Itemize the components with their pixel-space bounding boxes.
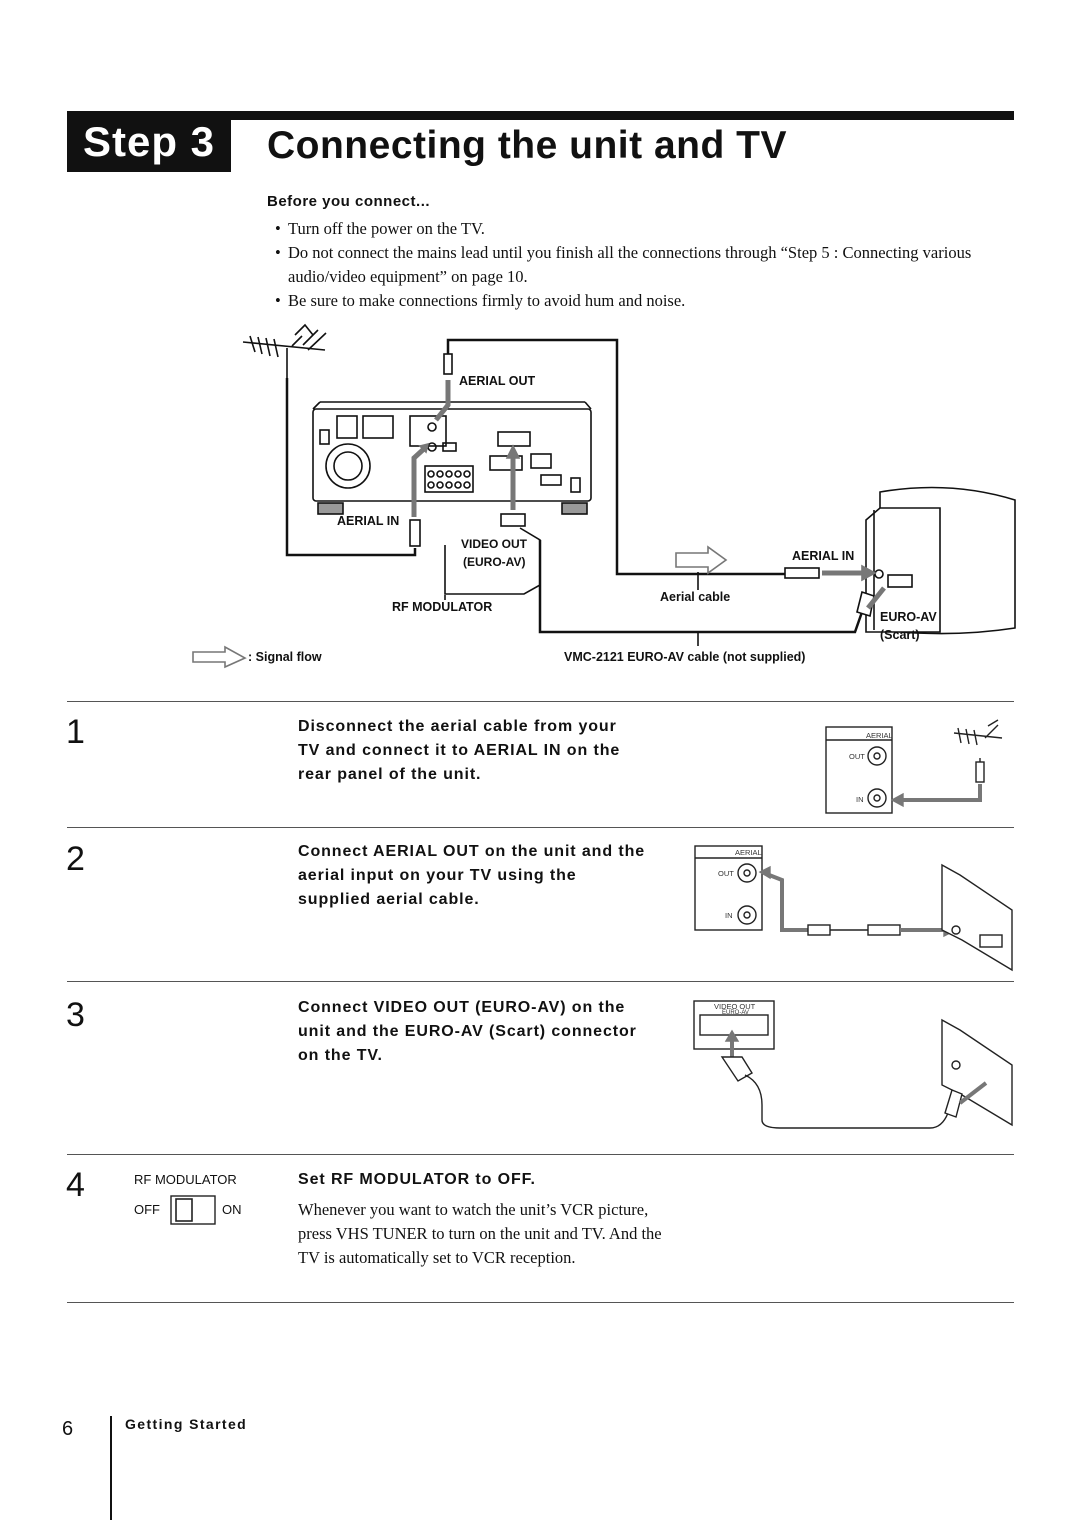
before-bullet-list: Turn off the power on the TV. Do not con… xyxy=(275,217,975,313)
page-title: Connecting the unit and TV xyxy=(267,124,787,167)
divider xyxy=(67,981,1014,982)
tv-icon xyxy=(865,486,1016,635)
page-number: 6 xyxy=(62,1418,74,1440)
divider xyxy=(67,1154,1014,1155)
mini-video-out-label: VIDEO OUT xyxy=(714,1002,756,1011)
step-number: 1 xyxy=(66,713,85,751)
step-line: Connect AERIAL OUT on the unit and the xyxy=(298,843,646,860)
step-3-illustration xyxy=(693,1000,1013,1129)
mini-euro-av-label: EURO-AV xyxy=(722,1010,749,1016)
divider xyxy=(67,701,1014,702)
divider xyxy=(67,1302,1014,1303)
step-4-body: Whenever you want to watch the unit’s VC… xyxy=(298,1200,662,1267)
bullet-item: Be sure to make connections firmly to av… xyxy=(275,289,975,313)
step-number: 2 xyxy=(66,840,85,878)
bullet-item: Do not connect the mains lead until you … xyxy=(275,241,975,289)
step-number: 3 xyxy=(66,996,85,1034)
step-line: Set RF MODULATOR to OFF. xyxy=(298,1171,536,1188)
divider xyxy=(67,827,1014,828)
step-line: Disconnect the aerial cable from your xyxy=(298,718,617,735)
label-rf-modulator: RF MODULATOR xyxy=(392,600,493,614)
label-vmc-cable: VMC-2121 EURO-AV cable (not supplied) xyxy=(564,650,806,664)
step-line: aerial input on your TV using the xyxy=(298,867,577,884)
unit-rear-panel-icon xyxy=(312,401,592,515)
label-aerial-cable: Aerial cable xyxy=(660,590,731,604)
switch-on-label: ON xyxy=(222,1202,242,1217)
connection-diagram xyxy=(192,323,1016,669)
mini-in-label: IN xyxy=(725,911,733,920)
rf-modulator-switch-label: RF MODULATOR xyxy=(134,1172,237,1187)
step-line: rear panel of the unit. xyxy=(298,766,482,783)
step-line: unit and the EURO-AV (Scart) connector xyxy=(298,1023,637,1040)
step-1-illustration xyxy=(825,719,1003,814)
step-4-instruction: Set RF MODULATOR to OFF. xyxy=(298,1168,536,1192)
rf-modulator-switch-icon xyxy=(170,1195,216,1225)
mini-aerial-label: AERIAL xyxy=(735,848,762,857)
header-rule xyxy=(231,111,1014,120)
mini-aerial-label: AERIAL xyxy=(866,731,893,740)
step-line: supplied aerial cable. xyxy=(298,891,480,908)
label-video-out: VIDEO OUT xyxy=(461,537,528,551)
step-2-instruction: Connect AERIAL OUT on the unit and the a… xyxy=(298,840,645,912)
step-line: Connect VIDEO OUT (EURO-AV) on the xyxy=(298,999,626,1016)
label-euro-av: EURO-AV xyxy=(880,610,937,624)
step-2-illustration xyxy=(694,845,1013,972)
before-heading: Before you connect... xyxy=(267,193,431,210)
step-1-instruction: Disconnect the aerial cable from your TV… xyxy=(298,715,620,787)
antenna-icon xyxy=(242,323,327,378)
step-3-instruction: Connect VIDEO OUT (EURO-AV) on the unit … xyxy=(298,996,637,1068)
step-line: TV and connect it to AERIAL IN on the xyxy=(298,742,621,759)
mini-in-label: IN xyxy=(856,795,864,804)
switch-off-label: OFF xyxy=(134,1202,160,1217)
step-badge: Step 3 xyxy=(67,111,231,172)
mini-out-label: OUT xyxy=(849,752,865,761)
section-name: Getting Started xyxy=(125,1416,248,1432)
label-euro-av-paren: (EURO-AV) xyxy=(463,555,526,569)
step-number: 4 xyxy=(66,1166,85,1204)
mini-out-label: OUT xyxy=(718,869,734,878)
label-aerial-out: AERIAL OUT xyxy=(459,374,536,388)
label-signal-flow: : Signal flow xyxy=(248,650,322,664)
step-line: on the TV. xyxy=(298,1047,383,1064)
label-scart: (Scart) xyxy=(880,628,920,642)
footer-rule xyxy=(110,1416,112,1520)
bullet-item: Turn off the power on the TV. xyxy=(275,217,975,241)
label-aerial-in-tv: AERIAL IN xyxy=(792,549,855,563)
label-aerial-in-unit: AERIAL IN xyxy=(337,514,400,528)
